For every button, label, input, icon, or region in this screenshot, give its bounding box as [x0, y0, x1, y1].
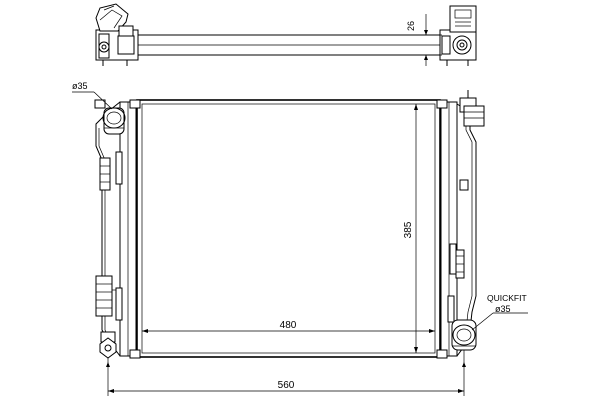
dim-label-overall-width: 560 — [278, 380, 295, 391]
right-tank — [436, 90, 485, 359]
top-view-right-tank — [439, 5, 477, 66]
radiator-core — [136, 99, 441, 358]
left-inlet-port — [102, 107, 126, 135]
front-view: ø35 — [72, 81, 528, 396]
right-outlet-port — [451, 319, 477, 351]
callout-label-right-port-line1: QUICKFIT — [487, 293, 527, 303]
dim-label-core-height: 385 — [403, 221, 414, 238]
callout-label-right-port-line2: ø35 — [495, 304, 511, 314]
callout-label-left-port: ø35 — [72, 81, 88, 91]
top-view: 26 — [95, 3, 477, 66]
dim-overall-width: 560 — [106, 350, 466, 396]
left-tank — [94, 99, 141, 362]
dim-core-height: 385 — [403, 104, 418, 353]
dim-top-thickness: 26 — [406, 14, 442, 66]
callout-left-port: ø35 — [72, 81, 113, 110]
callout-right-port: QUICKFIT ø35 — [471, 293, 528, 331]
dim-core-width: 480 — [142, 320, 435, 333]
top-view-left-tank — [95, 3, 139, 66]
dim-label-core-width: 480 — [280, 320, 297, 331]
dim-label-top-thickness: 26 — [406, 21, 416, 31]
